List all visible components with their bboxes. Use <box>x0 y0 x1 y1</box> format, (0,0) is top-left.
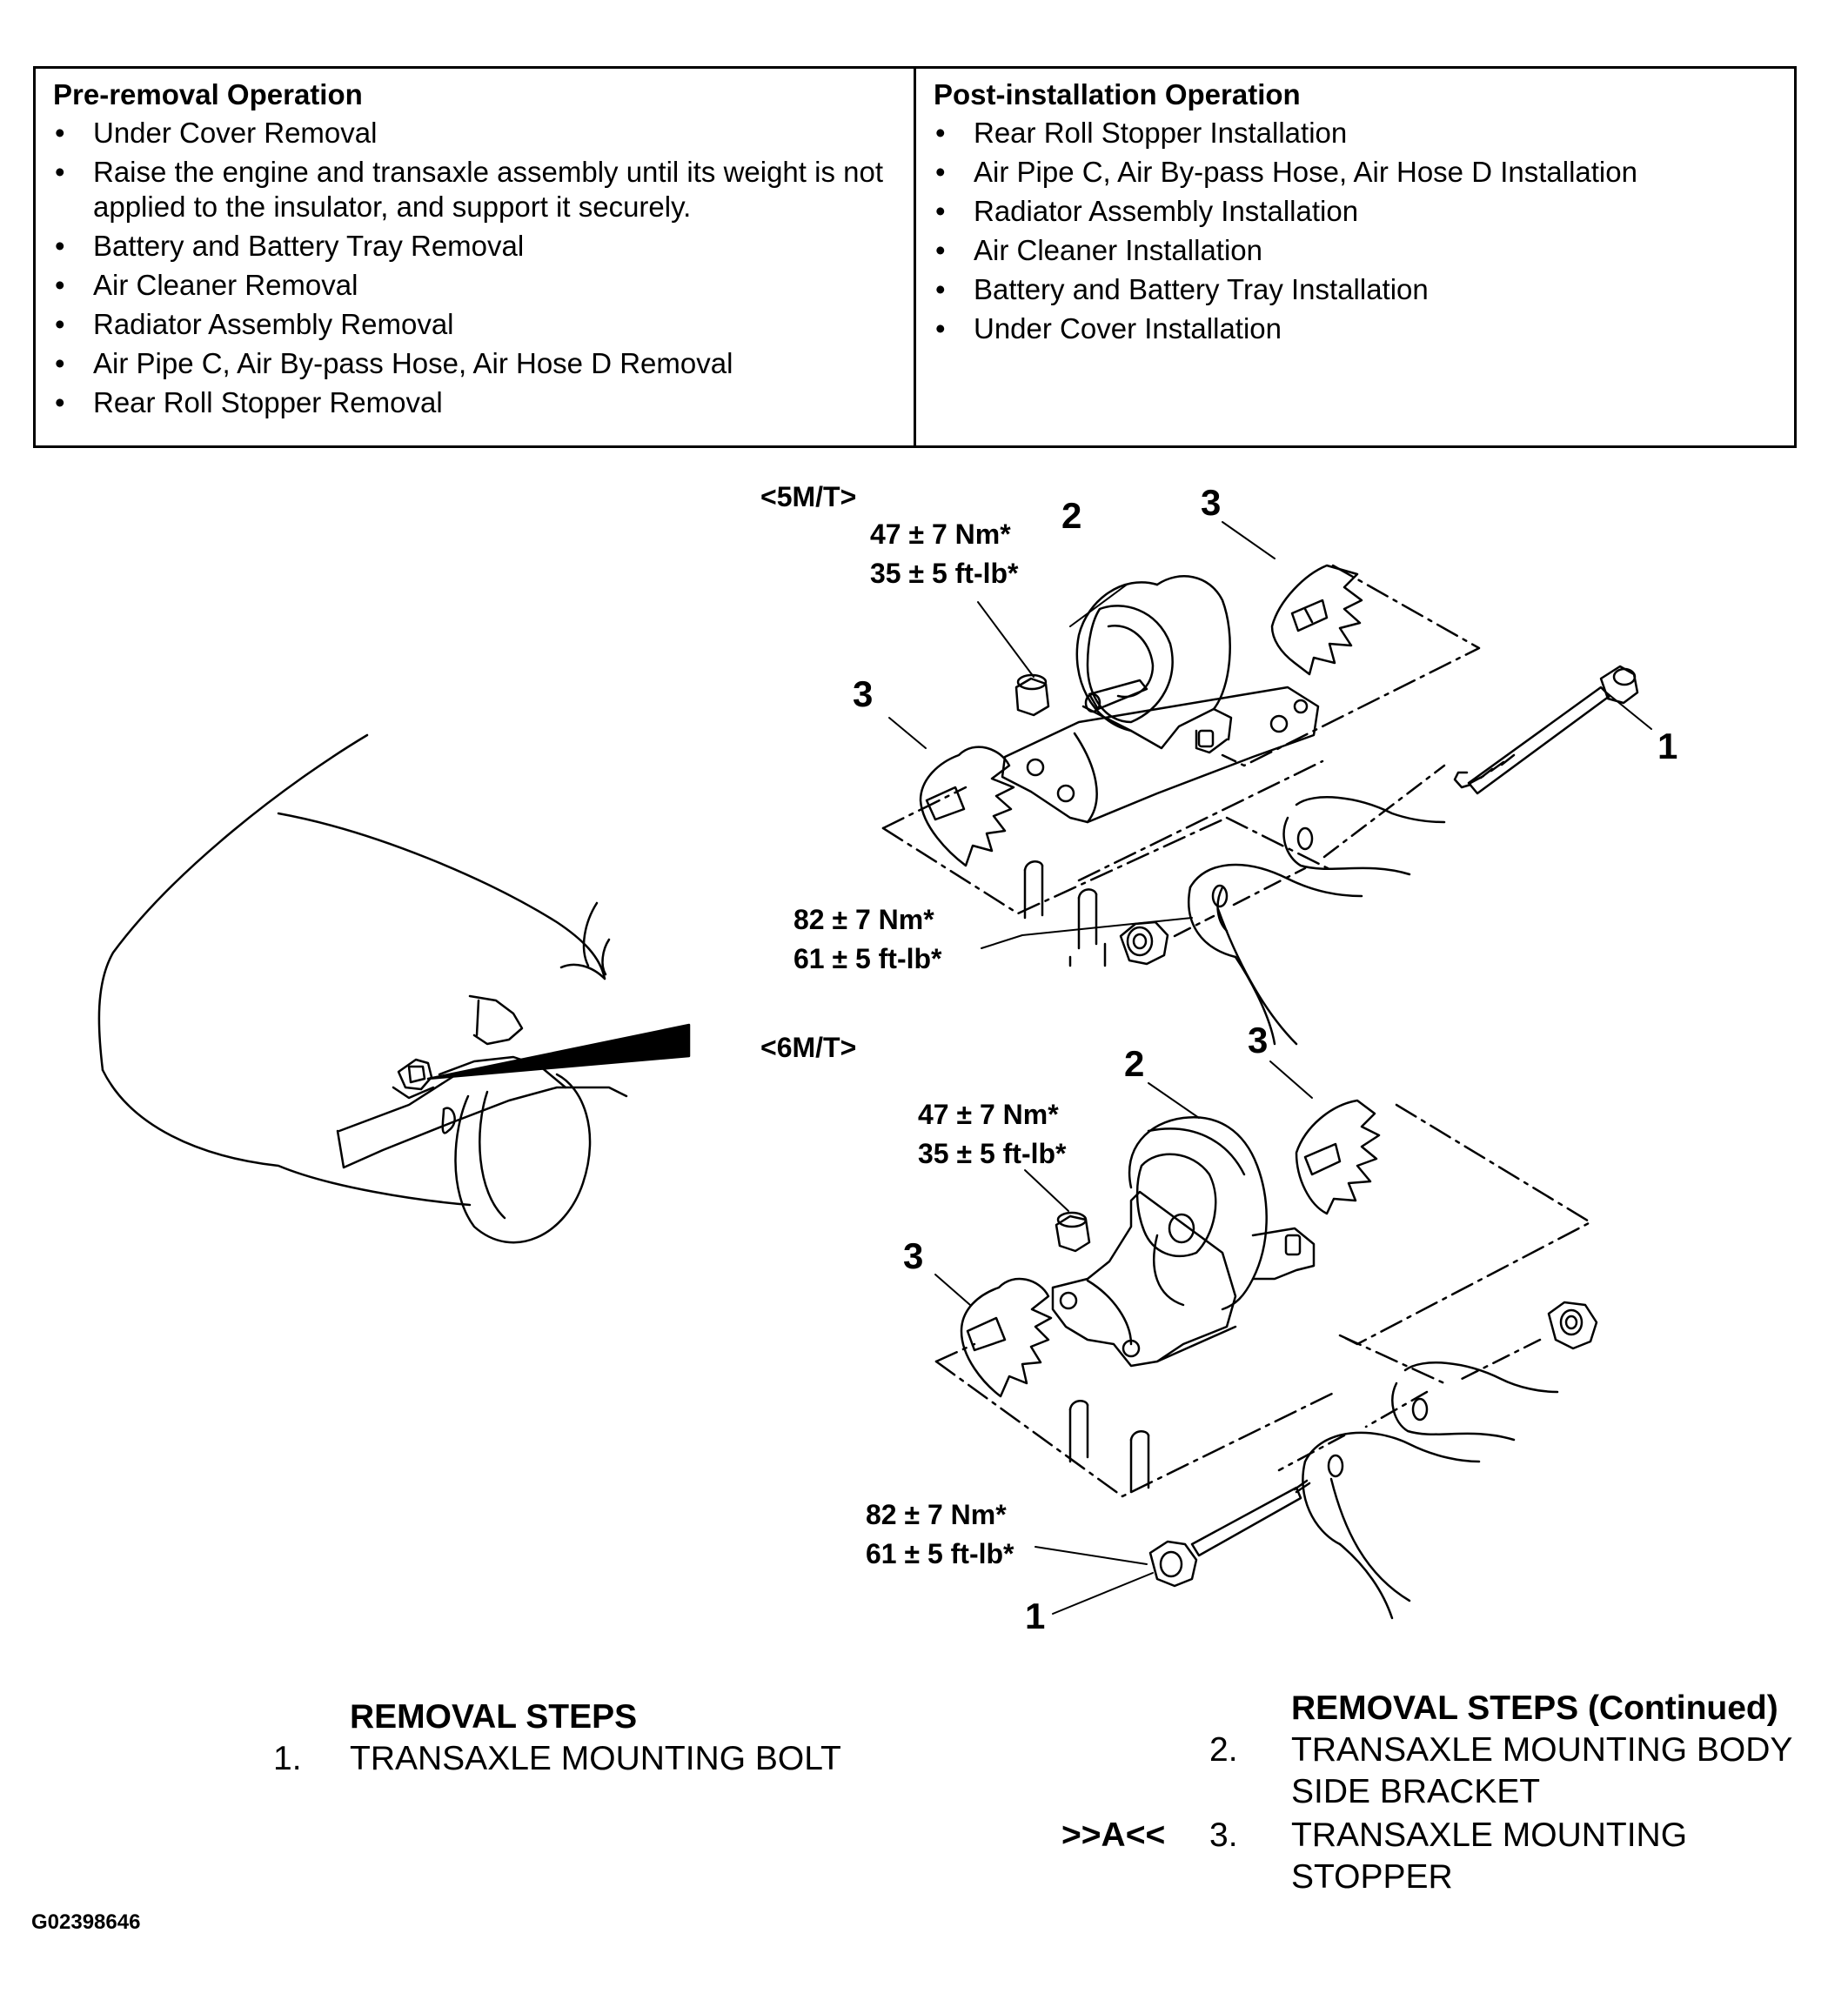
torque-lower-nm-5mt: 82 ± 7 Nm* <box>793 904 934 935</box>
removal-step: >>A<< 3. TRANSAXLE MOUNTING STOPPER <box>1061 1815 1827 1898</box>
removal-steps-title: REMOVAL STEPS <box>350 1698 638 1736</box>
step-text: TRANSAXLE MOUNTING BODY SIDE BRACKET <box>1291 1731 1792 1810</box>
list-item: Raise the engine and transaxle assembly … <box>53 155 896 224</box>
vehicle-locator-illustration <box>97 733 691 1244</box>
list-item: Under Cover Removal <box>53 116 896 151</box>
pre-removal-title: Pre-removal Operation <box>53 78 363 110</box>
list-item: Rear Roll Stopper Removal <box>53 385 896 420</box>
list-item: Battery and Battery Tray Installation <box>934 272 1777 307</box>
callout-3-6mt-left: 3 <box>903 1235 923 1276</box>
list-item: Battery and Battery Tray Removal <box>53 229 896 264</box>
removal-step: 2. TRANSAXLE MOUNTING BODY SIDE BRACKET <box>1061 1729 1827 1813</box>
pre-removal-list: Under Cover Removal Raise the engine and… <box>53 116 896 420</box>
step-number: 3. <box>1209 1816 1238 1854</box>
torque-lower-ftlb-6mt: 61 ± 5 ft-lb* <box>866 1538 1014 1569</box>
post-installation-list: Rear Roll Stopper Installation Air Pipe … <box>934 116 1777 346</box>
list-item: Air Pipe C, Air By-pass Hose, Air Hose D… <box>934 155 1777 190</box>
callout-3-6mt-right: 3 <box>1248 1020 1268 1060</box>
list-item: Radiator Assembly Removal <box>53 307 896 342</box>
callout-1-6mt: 1 <box>1025 1596 1045 1636</box>
variant-5mt-label: <5M/T> <box>760 481 856 512</box>
removal-step: 1. TRANSAXLE MOUNTING BOLT <box>273 1738 969 1780</box>
post-installation-title: Post-installation Operation <box>934 78 1301 110</box>
step-number: 1. <box>273 1740 302 1777</box>
list-item: Rear Roll Stopper Installation <box>934 116 1777 151</box>
step-number: 2. <box>1209 1731 1238 1769</box>
post-installation-operation: Post-installation Operation Rear Roll St… <box>916 69 1794 445</box>
list-item: Radiator Assembly Installation <box>934 194 1777 229</box>
step-text: TRANSAXLE MOUNTING STOPPER <box>1291 1816 1688 1896</box>
mount-6mt-assembly: <6M/T> 47 ± 7 Nm* 35 ± 5 ft-lb* 82 ± 7 N… <box>760 1020 1598 1636</box>
torque-upper-nm-6mt: 47 ± 7 Nm* <box>918 1099 1059 1130</box>
pre-removal-operation: Pre-removal Operation Under Cover Remova… <box>36 69 916 445</box>
torque-upper-ftlb-5mt: 35 ± 5 ft-lb* <box>870 558 1019 589</box>
transaxle-mount-diagram: <5M/T> 47 ± 7 Nm* 35 ± 5 ft-lb* 82 ± 7 N… <box>97 481 1677 1636</box>
mount-5mt-assembly: <5M/T> 47 ± 7 Nm* 35 ± 5 ft-lb* 82 ± 7 N… <box>760 481 1677 1046</box>
removal-steps-right: REMOVAL STEPS (Continued) 2. TRANSAXLE M… <box>1061 1688 1827 1898</box>
callout-1-5mt: 1 <box>1657 726 1677 766</box>
list-item: Air Cleaner Installation <box>934 233 1777 268</box>
list-item: Air Pipe C, Air By-pass Hose, Air Hose D… <box>53 346 896 381</box>
callout-2-6mt: 2 <box>1124 1043 1144 1084</box>
service-point-ref: >>A<< <box>1061 1816 1166 1854</box>
list-item: Under Cover Installation <box>934 311 1777 346</box>
torque-upper-nm-5mt: 47 ± 7 Nm* <box>870 518 1011 550</box>
operations-table: Pre-removal Operation Under Cover Remova… <box>33 66 1797 448</box>
callout-2-5mt: 2 <box>1061 495 1081 536</box>
removal-steps-left: REMOVAL STEPS 1. TRANSAXLE MOUNTING BOLT <box>273 1696 969 1780</box>
torque-lower-ftlb-5mt: 61 ± 5 ft-lb* <box>793 943 942 974</box>
removal-steps-continued-title: REMOVAL STEPS (Continued) <box>1291 1689 1778 1727</box>
torque-upper-ftlb-6mt: 35 ± 5 ft-lb* <box>918 1138 1067 1169</box>
callout-3-5mt-left: 3 <box>853 673 873 714</box>
figure-id: G02398646 <box>31 1910 141 1934</box>
list-item: Air Cleaner Removal <box>53 268 896 303</box>
torque-lower-nm-6mt: 82 ± 7 Nm* <box>866 1499 1007 1530</box>
variant-6mt-label: <6M/T> <box>760 1032 856 1063</box>
callout-3-5mt-right: 3 <box>1201 482 1221 523</box>
step-text: TRANSAXLE MOUNTING BOLT <box>350 1740 841 1777</box>
